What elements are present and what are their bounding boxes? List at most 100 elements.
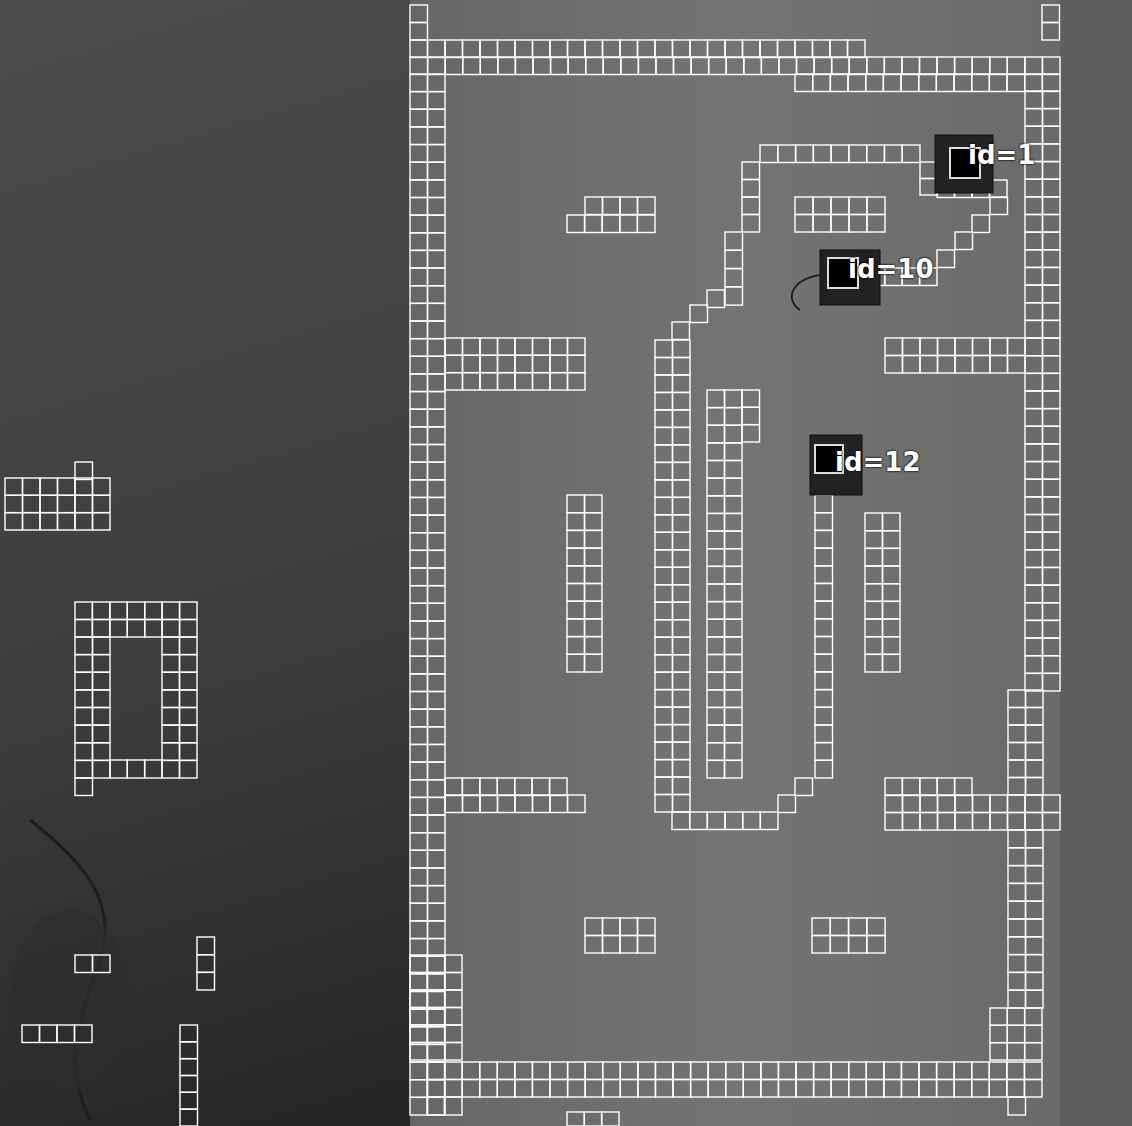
grid-cell: [428, 74, 446, 92]
grid-cell: [707, 514, 725, 532]
grid-cell: [445, 990, 462, 1008]
grid-cell: [197, 937, 215, 955]
grid-cell: [1007, 74, 1025, 92]
grid-cell: [428, 427, 446, 445]
grid-cell: [673, 445, 691, 463]
grid-cell: [673, 392, 691, 410]
grid-cell: [866, 1062, 884, 1080]
grid-cell: [1043, 338, 1061, 356]
grid-cell: [410, 92, 428, 110]
grid-cell: [1043, 320, 1061, 338]
grid-cell: [813, 145, 831, 163]
grid-cell: [410, 57, 428, 75]
grid-cell: [567, 619, 585, 637]
grid-cell: [75, 778, 93, 796]
grid-cell: [1026, 830, 1044, 848]
grid-cell: [655, 1062, 673, 1080]
grid-cell: [813, 74, 831, 92]
grid-cell: [815, 725, 833, 743]
grid-cell: [180, 637, 198, 655]
grid-cell: [638, 1080, 656, 1098]
grid-cell: [672, 812, 690, 830]
grid-cell: [778, 145, 796, 163]
grid-cell: [707, 619, 725, 637]
grid-cell: [585, 601, 603, 619]
grid-cell: [815, 548, 833, 566]
grid-cell: [815, 672, 833, 690]
grid-cell: [742, 197, 760, 215]
grid-cell: [673, 462, 691, 480]
grid-cell: [1043, 109, 1061, 127]
grid-cell: [865, 637, 883, 655]
grid-cell: [162, 743, 180, 761]
grid-cell: [162, 602, 179, 620]
grid-cell: [725, 531, 743, 549]
grid-cell: [637, 215, 655, 233]
grid-cell: [567, 495, 585, 513]
grid-cell: [1025, 373, 1043, 391]
grid-cell: [445, 1062, 463, 1080]
grid-cell: [1043, 373, 1061, 391]
grid-cell: [180, 1092, 198, 1109]
grid-cell: [1025, 795, 1043, 813]
grid-cell: [1025, 109, 1043, 127]
grid-cell: [551, 57, 569, 75]
grid-cell: [1008, 708, 1026, 726]
grid-cell: [410, 956, 428, 974]
grid-cell: [885, 338, 903, 356]
grid-cell: [990, 1008, 1007, 1025]
grid-cell: [428, 850, 446, 868]
grid-cell: [725, 443, 743, 461]
grid-cell: [428, 956, 446, 974]
grid-cell: [990, 338, 1008, 356]
grid-cell: [831, 197, 849, 215]
grid-cell: [919, 1062, 937, 1080]
grid-cell: [75, 462, 93, 480]
grid-cell: [673, 1062, 691, 1080]
grid-cell: [1025, 268, 1043, 286]
grid-cell: [1042, 5, 1060, 23]
grid-cell: [410, 1080, 428, 1098]
grid-cell: [690, 305, 708, 323]
grid-cell: [920, 778, 937, 796]
grid-cell: [655, 427, 673, 445]
grid-cell: [725, 269, 743, 287]
grid-cell: [428, 462, 446, 480]
grid-cell: [883, 584, 901, 602]
grid-cell: [1026, 883, 1044, 901]
grid-cell: [1008, 937, 1026, 955]
grid-cell: [550, 40, 568, 58]
grid-cell: [815, 601, 833, 619]
grid-cell: [742, 407, 760, 424]
grid-cell: [795, 197, 813, 215]
grid-cell: [410, 550, 428, 568]
grid-cell: [672, 322, 690, 340]
grid-cell: [1025, 673, 1043, 691]
grid-cell: [1025, 1043, 1042, 1060]
grid-cell: [480, 355, 498, 372]
grid-cell: [180, 620, 197, 638]
grid-cell: [410, 815, 428, 833]
grid-cell: [865, 548, 883, 566]
grid-cell: [866, 1080, 884, 1098]
grid-cell: [1026, 778, 1044, 796]
grid-cell: [1008, 972, 1026, 990]
grid-cell: [428, 656, 446, 674]
grid-cell: [515, 57, 533, 75]
grid-cell: [428, 603, 446, 621]
grid-cell: [75, 637, 93, 655]
grid-cell: [480, 40, 498, 58]
grid-cell: [865, 531, 883, 549]
grid-cell: [428, 815, 446, 833]
grid-cell: [884, 1080, 902, 1098]
grid-cell: [955, 778, 972, 796]
grid-cell: [75, 513, 93, 530]
grid-cell: [1026, 743, 1044, 761]
grid-cell: [567, 566, 585, 584]
grid-cell: [428, 445, 446, 463]
grid-cell: [515, 778, 532, 796]
grid-cell: [1026, 990, 1044, 1008]
grid-cell: [673, 532, 691, 550]
grid-cell: [1025, 515, 1043, 533]
grid-cell: [75, 620, 92, 638]
